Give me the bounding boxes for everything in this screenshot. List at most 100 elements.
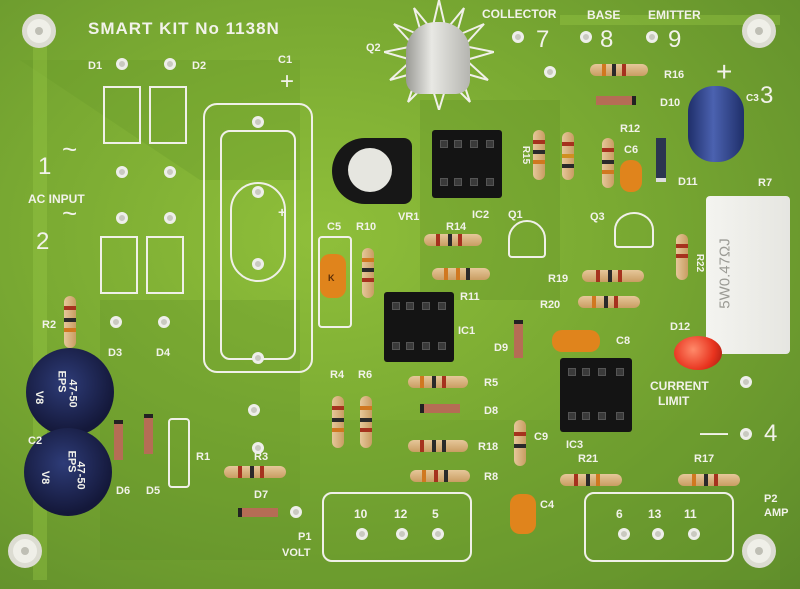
- d4-outline: [146, 236, 184, 294]
- r16-resistor: [590, 64, 648, 76]
- r14-label: R14: [446, 221, 467, 233]
- c1-circle: [230, 182, 286, 282]
- d11-diode: [656, 138, 666, 182]
- d8-label: D8: [484, 405, 499, 417]
- r10-resistor: [362, 248, 374, 298]
- vr1-rotor: [348, 148, 392, 192]
- r18-label: R18: [478, 441, 499, 453]
- r3-label: R3: [254, 451, 269, 463]
- pin-number-8: 8: [600, 26, 614, 53]
- p2-amp-label: AMP: [764, 507, 789, 519]
- pad-c1-a: [252, 116, 264, 128]
- r3-resistor: [224, 466, 286, 478]
- p2-pin-b: 13: [648, 507, 662, 521]
- pad-d3-bottom: [110, 316, 122, 328]
- pad-d1-top: [116, 58, 128, 70]
- pad-p2-a: [618, 528, 630, 540]
- pin-number-4: 4: [764, 420, 778, 447]
- pad-7: [512, 31, 524, 43]
- r1-label: R1: [196, 451, 211, 463]
- r21-resistor: [560, 474, 622, 486]
- plus-terminal: +: [716, 56, 733, 87]
- c2-capacitor-top: [26, 348, 114, 436]
- pad-d2-bottom: [164, 166, 176, 178]
- pad-c1-e: [248, 404, 260, 416]
- pad-p1-c: [432, 528, 444, 540]
- p2-pin-c: 11: [684, 507, 697, 521]
- pad-misc-3: [740, 376, 752, 388]
- p1-label: P1: [298, 531, 312, 543]
- d10-diode: [596, 96, 636, 105]
- q1-outline: [508, 220, 546, 258]
- p2-pin-a: 6: [616, 507, 623, 521]
- d1-outline: [103, 86, 141, 144]
- c8-label: C8: [616, 335, 631, 347]
- r11-label: R11: [460, 291, 480, 303]
- pad-d3-top: [116, 212, 128, 224]
- d9-label: D9: [494, 342, 509, 354]
- r12-resistor: [602, 138, 614, 188]
- c9-component: [514, 420, 526, 466]
- r7-label: R7: [758, 177, 773, 189]
- d7-label: D7: [254, 489, 269, 501]
- c1-inner-plus: +: [278, 204, 287, 220]
- r22-resistor: [676, 234, 688, 280]
- base-label: BASE: [587, 8, 621, 22]
- q1-label: Q1: [508, 209, 523, 221]
- c4-capacitor: [510, 494, 536, 534]
- r13-resistor: [562, 132, 574, 180]
- c9-label: C9: [534, 431, 549, 443]
- c2-capacitor-bottom: [24, 428, 112, 516]
- p1-volt-label: VOLT: [282, 547, 311, 559]
- d12-led: [674, 336, 722, 370]
- pad-8: [580, 31, 592, 43]
- r5-label: R5: [484, 377, 499, 389]
- r8-label: R8: [484, 471, 499, 483]
- d5-diode: [144, 414, 153, 454]
- c6-capacitor: [620, 160, 642, 192]
- pin-number-2: 2: [36, 228, 50, 255]
- pad-p1-a: [356, 528, 368, 540]
- r6-label: R6: [358, 369, 373, 381]
- pad-misc-1: [252, 442, 264, 454]
- pin-number-9: 9: [668, 26, 682, 53]
- ic1-socket: [384, 292, 454, 362]
- pad-c1-c: [252, 258, 264, 270]
- c1-label: C1: [278, 54, 293, 66]
- c5-marking: K: [328, 273, 335, 283]
- ic1-label: IC1: [458, 325, 476, 337]
- r6-resistor: [360, 396, 372, 448]
- r17-resistor: [678, 474, 740, 486]
- collector-label: COLLECTOR: [482, 7, 557, 21]
- d6-diode: [114, 420, 123, 460]
- c2-bottom-marking-2: 47-50: [74, 461, 87, 490]
- board-title: SMART KIT No 1138N: [88, 19, 280, 38]
- r2-label: R2: [42, 319, 57, 331]
- d7-diode: [238, 508, 278, 517]
- ac-tilde-2: ~: [62, 198, 78, 228]
- r1-outline: [168, 418, 190, 488]
- c3-capacitor: [688, 86, 744, 162]
- ic3-label: IC3: [566, 439, 584, 451]
- pad-d4-top: [164, 212, 176, 224]
- pin-number-1: 1: [38, 153, 52, 180]
- c2-top-marking-3: V8: [33, 390, 46, 405]
- r22-label: R22: [694, 253, 706, 273]
- d11-label: D11: [678, 176, 698, 188]
- r11-resistor: [432, 268, 490, 280]
- c6-label: C6: [624, 144, 639, 156]
- d10-label: D10: [660, 97, 681, 109]
- c2-bottom-marking-3: V8: [39, 470, 52, 485]
- r2-resistor: [64, 296, 76, 348]
- pad-d2-top: [164, 58, 176, 70]
- c5-capacitor: [320, 254, 346, 298]
- r19-label: R19: [548, 273, 569, 285]
- mounting-hole-bottom-left: [8, 534, 42, 568]
- ic3-socket: [560, 358, 632, 432]
- d3-outline: [100, 236, 138, 294]
- pin-number-7: 7: [536, 26, 550, 53]
- p2-outline: [584, 492, 734, 562]
- c5-outline: [318, 236, 352, 328]
